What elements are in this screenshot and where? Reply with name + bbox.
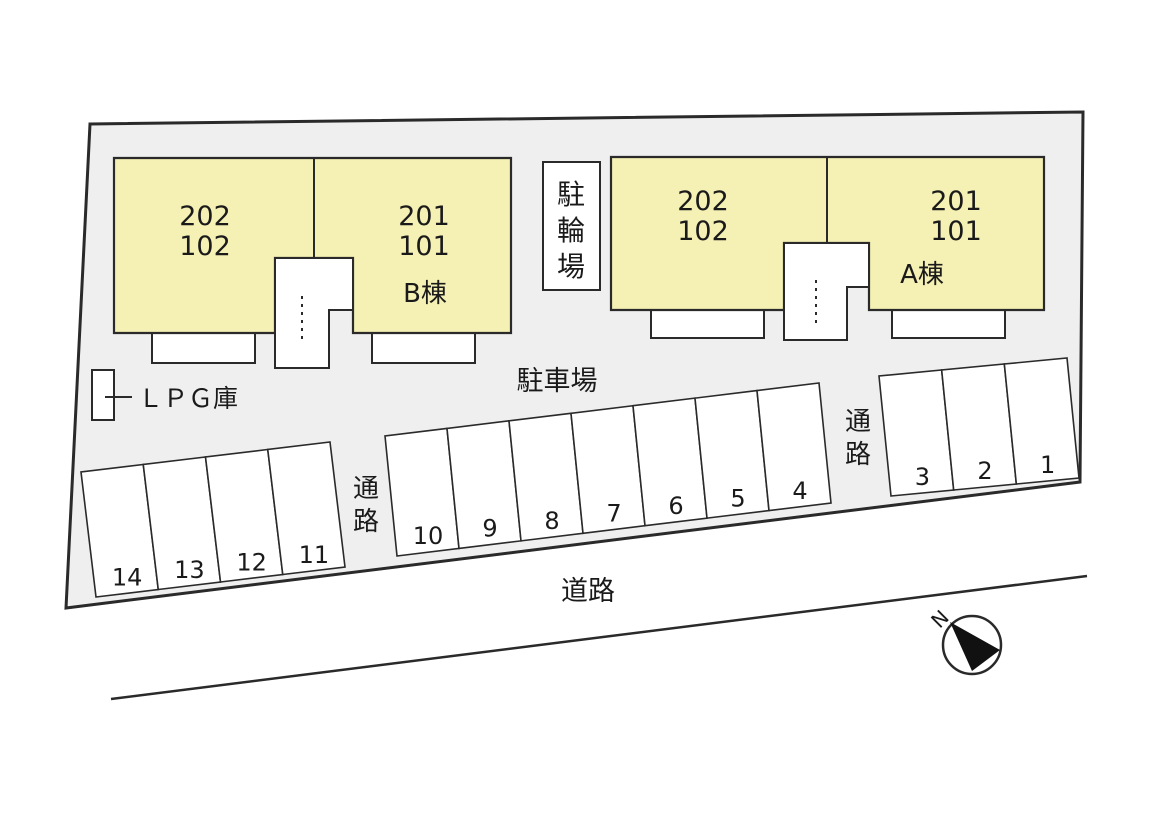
building-a-unit-102: 102 (677, 216, 729, 247)
building-b-unit-101: 101 (398, 231, 450, 262)
north-arrow: N (926, 605, 1003, 676)
parking-space-number: 8 (544, 507, 559, 535)
parking-label: 駐車場 (517, 366, 598, 397)
bicycle-parking-char-3: 場 (557, 250, 585, 283)
parking-group-middle: 10 9 8 7 6 5 4 (384, 382, 832, 557)
bicycle-parking-box (542, 161, 601, 291)
lpg-label: ＬＰＧ庫 (138, 384, 238, 413)
building-b-unit-102: 102 (179, 231, 231, 262)
building-a-unit-201: 201 (930, 186, 982, 217)
parking-space-number: 9 (482, 515, 497, 543)
parking-space-number: 4 (792, 477, 807, 505)
passage-label-left-char-2: 路 (353, 507, 379, 537)
lpg-storage: ＬＰＧ庫 (91, 369, 238, 421)
parking-group-right: 3 2 1 (878, 357, 1080, 497)
road-label: 道路 (561, 576, 615, 607)
building-b-balcony-right (371, 332, 476, 364)
parking-space-1 (1003, 357, 1080, 485)
building-b-balcony-left (151, 332, 256, 364)
parking-space-4 (756, 382, 832, 512)
parking-space-number: 7 (606, 500, 621, 528)
parking-space-number: 14 (112, 563, 143, 591)
building-a: 202 102 201 101 A棟 (609, 155, 1046, 341)
parking-space-number: 2 (977, 457, 992, 485)
building-b-name: B棟 (403, 279, 447, 309)
bicycle-parking-char-1: 駐 (557, 178, 585, 211)
parking-space-number: 13 (174, 556, 205, 584)
building-a-balcony-left (650, 309, 765, 339)
parking-space-number: 5 (730, 484, 745, 512)
building-b: 202 102 201 101 B棟 (112, 156, 513, 369)
building-a-balcony-right (891, 309, 1006, 339)
bicycle-parking: 駐 輪 場 (542, 161, 601, 291)
building-a-name: A棟 (900, 260, 944, 290)
parking-space-number: 6 (668, 492, 683, 520)
building-b-unit-201: 201 (398, 201, 450, 232)
parking-space-number: 11 (299, 541, 330, 569)
building-a-stairwell (783, 242, 870, 341)
lpg-storage-box (91, 369, 115, 421)
building-a-unit-101: 101 (930, 216, 982, 247)
parking-group-left: 14 13 12 11 (80, 441, 346, 598)
parking-space-number: 10 (413, 522, 444, 550)
passage-label-left-char-1: 通 (353, 474, 379, 504)
parking-space-number: 3 (915, 463, 930, 491)
passage-label-right-char-1: 通 (845, 407, 871, 437)
building-a-unit-202: 202 (677, 186, 729, 217)
road-edge-line (110, 574, 1088, 701)
north-arrow-needle (950, 622, 1000, 671)
bicycle-parking-char-2: 輪 (557, 214, 585, 247)
parking-space-11 (266, 441, 346, 576)
parking-space-number: 12 (236, 548, 267, 576)
building-b-unit-202: 202 (179, 201, 231, 232)
passage-label-right-char-2: 路 (845, 440, 871, 470)
building-b-stairwell (274, 257, 354, 369)
parking-space-number: 1 (1040, 451, 1055, 479)
